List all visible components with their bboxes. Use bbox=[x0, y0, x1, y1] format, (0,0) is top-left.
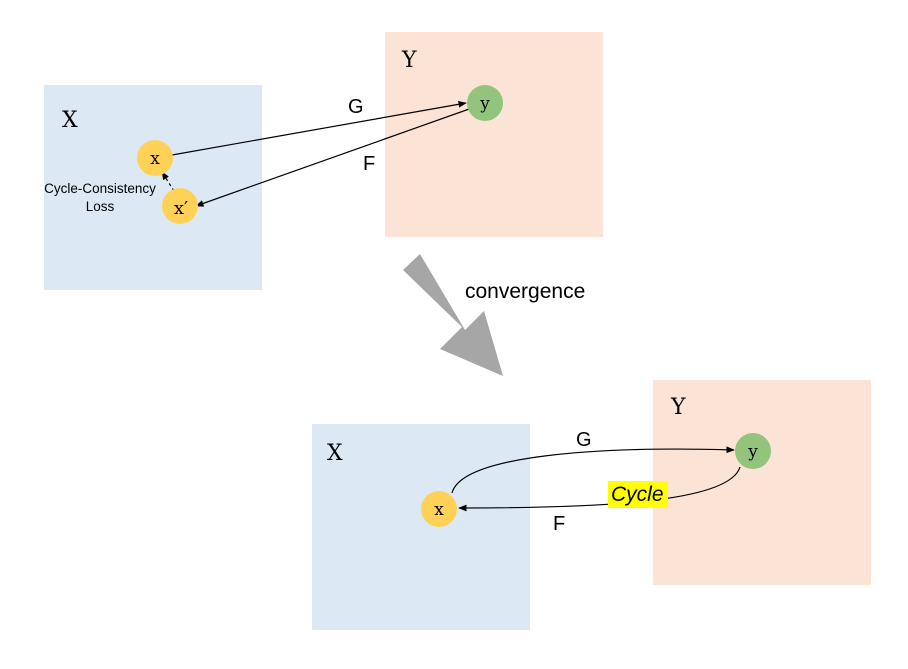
bottom-node-x-label: x bbox=[434, 500, 444, 520]
bottom-node-y-label: y bbox=[747, 442, 758, 462]
top-loss-label-line1: Cycle-Consistency bbox=[44, 181, 156, 196]
bottom-node-x bbox=[421, 491, 457, 527]
bottom-domain-x-box bbox=[312, 424, 530, 630]
top-domain-x-label: X bbox=[62, 108, 78, 133]
top-node-y bbox=[467, 85, 503, 121]
top-domain-x-box bbox=[44, 85, 262, 290]
bottom-domain-y-box bbox=[653, 380, 871, 585]
top-edge-f-arrow bbox=[195, 107, 473, 207]
top-domain-y-box bbox=[385, 32, 603, 237]
bottom-edge-f-label: F bbox=[553, 513, 565, 535]
bottom-node-y bbox=[735, 433, 771, 469]
top-node-x bbox=[137, 140, 173, 176]
bottom-edge-g-arrow bbox=[451, 446, 735, 494]
top-edge-g-label: G bbox=[348, 96, 364, 118]
top-edge-g-arrow bbox=[171, 101, 467, 156]
cycle-label: Cycle bbox=[611, 483, 664, 506]
convergence-arrow bbox=[403, 254, 503, 376]
top-loss-arrow bbox=[161, 171, 175, 192]
top-loss-label-line2: Loss bbox=[86, 199, 115, 214]
bottom-domain-x-label: X bbox=[327, 441, 343, 466]
top-node-x-prime-label: x′ bbox=[174, 198, 188, 219]
bottom-domain-y-label: Y bbox=[670, 395, 686, 420]
cycle-highlight bbox=[608, 481, 668, 508]
top-domain-y-label: Y bbox=[401, 48, 417, 73]
top-node-x-label: x bbox=[150, 149, 160, 169]
bottom-edge-g-label: G bbox=[576, 429, 592, 451]
top-node-x-prime bbox=[162, 188, 198, 224]
top-node-y-label: y bbox=[479, 94, 490, 114]
convergence-label: convergence bbox=[465, 280, 585, 303]
top-edge-f-label: F bbox=[363, 153, 375, 175]
